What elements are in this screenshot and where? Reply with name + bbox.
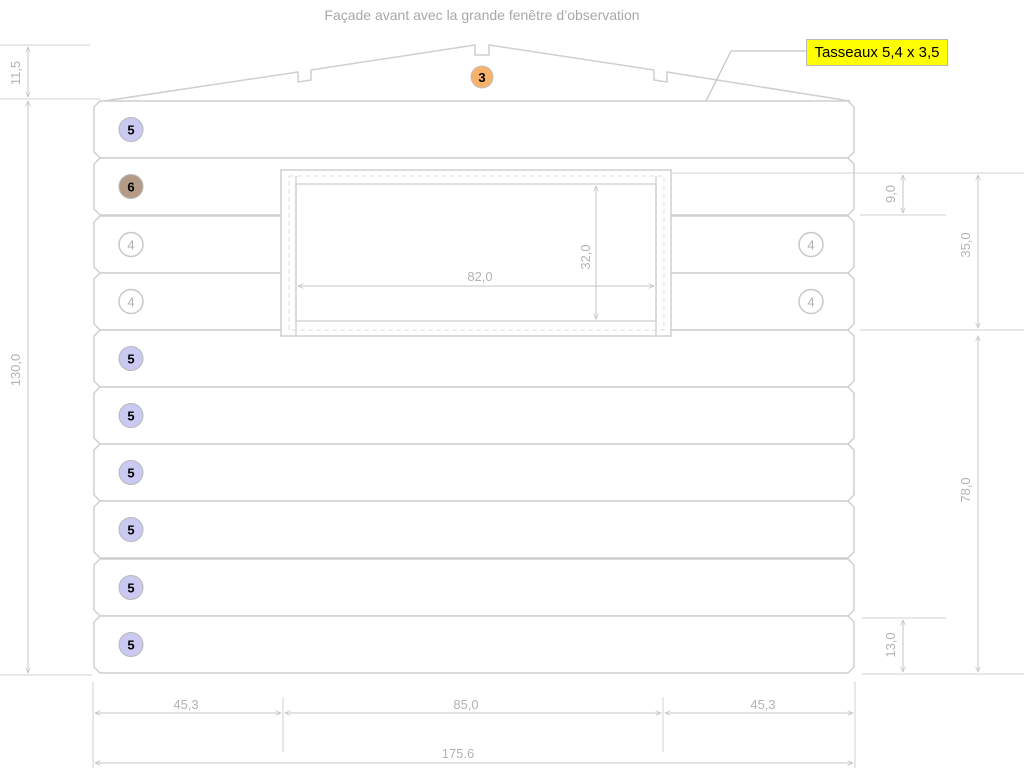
- badge-text: 4: [127, 295, 134, 310]
- badge-circle: [118, 288, 144, 315]
- gable-roof: [103, 44, 851, 102]
- gable-badge-circle: [470, 65, 494, 89]
- left-side-label: 45,3: [173, 697, 198, 712]
- log-height-label: 13,0: [883, 632, 898, 657]
- log-row: 5: [93, 329, 855, 388]
- log-outline: [93, 558, 855, 617]
- gable-badge: 3: [470, 65, 494, 89]
- left-log-badge: 5: [118, 575, 144, 600]
- drawing-title: Façade avant avec la grande fenêtre d’ob…: [324, 7, 640, 23]
- badge-circle: [118, 517, 144, 542]
- log-row: 5: [93, 100, 855, 159]
- badge-text: 5: [127, 523, 134, 538]
- badge-circle: [118, 575, 144, 600]
- badge-text: 5: [127, 352, 134, 367]
- badge-circle: [118, 117, 144, 142]
- log-row: 5: [93, 558, 855, 617]
- window-inner-frame: [295, 183, 657, 322]
- badge-text: 4: [127, 238, 134, 253]
- log-outline: [93, 386, 855, 445]
- left-log-badge: 5: [118, 117, 144, 142]
- log-outline: [93, 615, 855, 674]
- bottom-dimensions: 45,3 85,0 45,3 175.6: [92, 682, 856, 768]
- gable-height-label: 11,5: [8, 61, 23, 85]
- badge-circle: [118, 231, 144, 258]
- window: [280, 169, 672, 337]
- left-log-badge: 5: [118, 517, 144, 542]
- gable-badge-text: 3: [478, 70, 485, 85]
- wall-height-label: 130,0: [8, 354, 23, 387]
- badge-text: 4: [807, 295, 814, 310]
- window-height-label: 32,0: [578, 244, 593, 269]
- left-log-badge: 6: [118, 174, 144, 199]
- window-offset-label: 9,0: [883, 185, 898, 203]
- log-row: 5: [93, 615, 855, 674]
- right-side-label: 45,3: [750, 697, 775, 712]
- left-log-badge: 5: [118, 632, 144, 657]
- log-outline: [93, 500, 855, 559]
- badge-circle: [118, 346, 144, 371]
- badge-circle: [798, 288, 824, 315]
- left-log-badge: 4: [118, 231, 144, 258]
- badge-circle: [118, 632, 144, 657]
- lower-zone-label: 78,0: [958, 477, 973, 502]
- total-width-label: 175.6: [442, 746, 475, 761]
- left-log-badge: 5: [118, 346, 144, 371]
- right-dimensions: 9,0 35,0 78,0 13,0: [672, 172, 1024, 675]
- badge-circle: [798, 231, 824, 258]
- window-width-label: 82,0: [467, 269, 492, 284]
- log-outline: [93, 100, 855, 159]
- badge-text: 5: [127, 581, 134, 596]
- log-row: 5: [93, 500, 855, 559]
- left-log-badge: 5: [118, 460, 144, 485]
- log-row: 5: [93, 386, 855, 445]
- left-log-badge: 5: [118, 403, 144, 428]
- badge-circle: [118, 174, 144, 199]
- badge-text: 6: [127, 180, 134, 195]
- badge-text: 5: [127, 466, 134, 481]
- left-log-badge: 4: [118, 288, 144, 315]
- log-outline: [93, 329, 855, 388]
- badge-text: 5: [127, 638, 134, 653]
- right-log-badge: 4: [798, 231, 824, 258]
- right-log-badge: 4: [798, 288, 824, 315]
- left-dimensions: 11,5 130,0: [0, 44, 100, 676]
- callout-label: Tasseaux 5,4 x 3,5: [806, 39, 948, 66]
- badge-circle: [118, 460, 144, 485]
- badge-circle: [118, 403, 144, 428]
- badge-text: 5: [127, 123, 134, 138]
- badge-text: 5: [127, 409, 134, 424]
- log-outline: [93, 443, 855, 502]
- opening-width-label: 85,0: [453, 697, 478, 712]
- window-zone-label: 35,0: [958, 232, 973, 257]
- log-row: 5: [93, 443, 855, 502]
- window-batten-dashed: [288, 175, 665, 331]
- window-height-dimension: 32,0: [578, 186, 596, 319]
- badge-text: 4: [807, 238, 814, 253]
